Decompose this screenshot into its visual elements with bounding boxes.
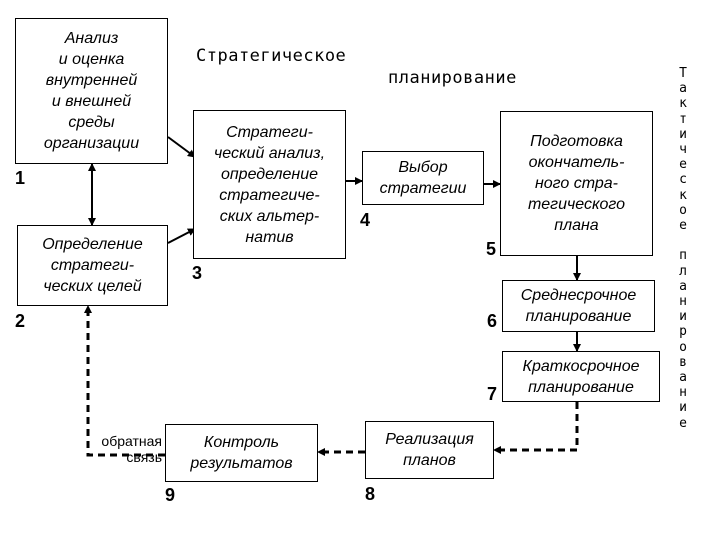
side-label-line-1: Тактическое [679, 66, 687, 234]
step-number-6: 6 [487, 311, 498, 331]
step-number-9: 9 [165, 485, 176, 505]
box-final-plan: Подготовка окончатель- ного стра- тегиче… [500, 111, 653, 256]
box-mid-term: Среднесрочное планирование [502, 280, 655, 332]
box-goals: Определение стратеги- ческих целей [17, 225, 168, 306]
step-number-4: 4 [360, 210, 371, 230]
step-number-2: 2 [15, 311, 26, 331]
step-number-3: 3 [192, 263, 203, 283]
box-strategic-analysis: Стратеги- ческий анализ, определение стр… [193, 110, 346, 259]
title-line-2: планирование [388, 68, 517, 88]
title-line-1: Стратегическое [196, 46, 347, 66]
step-number-1: 1 [15, 168, 26, 188]
step-number-8: 8 [365, 484, 376, 504]
arrow-2-3 [167, 228, 196, 244]
box-analysis: Анализ и оценка внутренней и внешней сре… [15, 18, 168, 164]
box-choose-strategy: Выбор стратегии [362, 151, 484, 205]
box-short-term: Краткосрочное планирование [502, 351, 660, 402]
step-number-7: 7 [487, 384, 498, 404]
side-label-tactical: Тактическое планирование [676, 66, 690, 431]
box-control: Контроль результатов [165, 424, 318, 482]
step-number-5: 5 [486, 239, 497, 259]
feedback-label: обратная связь [101, 433, 162, 465]
side-label-line-2: планирование [679, 248, 687, 431]
arrow-9-2-feedback [84, 305, 165, 457]
box-implementation: Реализация планов [365, 421, 494, 479]
arrow-7-8 [493, 402, 579, 454]
arrow-1-3 [167, 136, 196, 158]
